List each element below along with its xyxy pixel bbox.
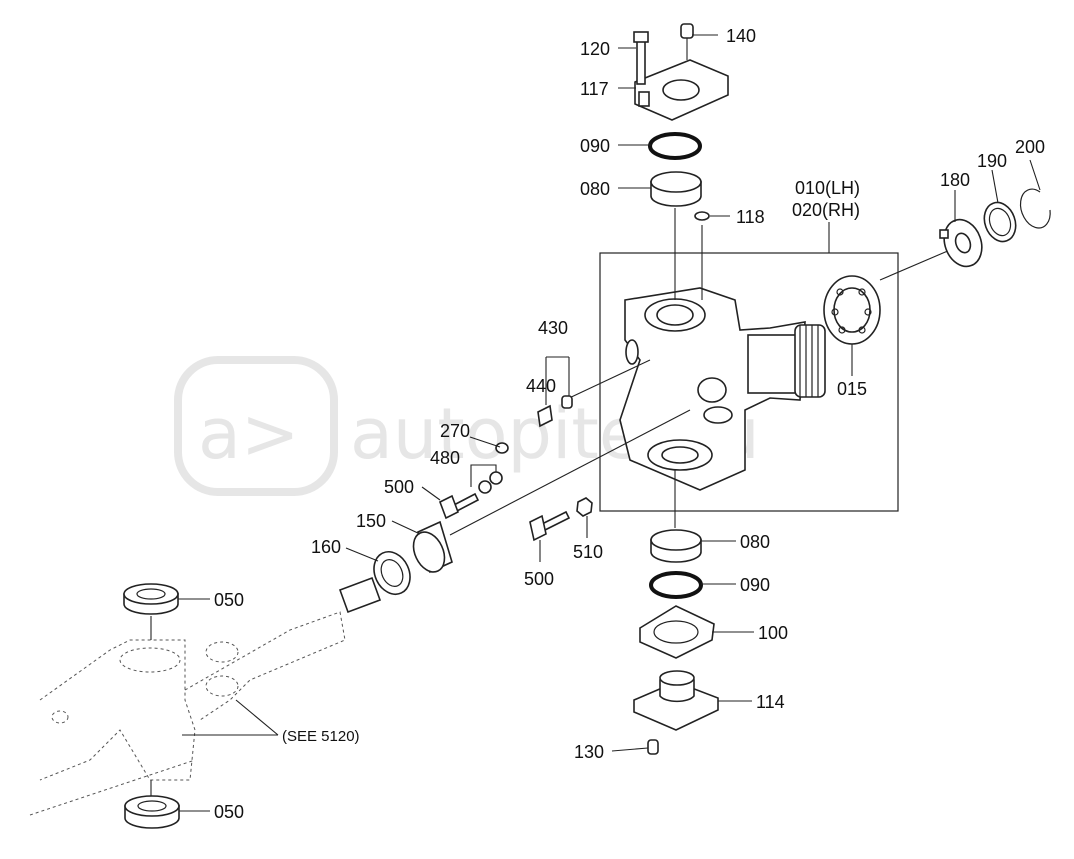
leader-lines [178, 34, 1041, 812]
axle-housing-ghost [29, 576, 382, 816]
label-114: 114 [756, 692, 785, 712]
nut-270 [495, 442, 509, 454]
label-020-rh: 020(RH) [792, 200, 860, 220]
fitting-440 [537, 404, 553, 428]
label-050-top: 050 [214, 590, 244, 610]
label-480: 480 [430, 448, 460, 468]
bolt-120 [636, 37, 646, 85]
top-cover-group [633, 23, 729, 121]
seal-160 [373, 551, 411, 595]
label-270: 270 [440, 421, 470, 441]
label-150: 150 [356, 511, 386, 531]
svg-text:a>: a> [198, 393, 300, 475]
label-500-left: 500 [384, 477, 414, 497]
bushing-080-top [650, 171, 702, 207]
label-080-top: 080 [580, 179, 610, 199]
label-130: 130 [574, 742, 604, 762]
fitting-140 [680, 23, 694, 39]
bearing-050-bottom [124, 795, 180, 829]
housing-box [599, 252, 899, 512]
knuckle-housing-group [599, 222, 899, 512]
cover-114 [633, 670, 719, 731]
label-510: 510 [573, 542, 603, 562]
bushing-150 [412, 520, 453, 574]
fitting-130 [647, 739, 659, 755]
label-010-lh: 010(LH) [795, 178, 860, 198]
label-080-bottom: 080 [740, 532, 770, 552]
snap-ring-200 [1019, 188, 1051, 229]
label-500-center: 500 [524, 569, 554, 589]
label-180: 180 [940, 170, 970, 190]
bolt-500-left [438, 492, 480, 520]
label-190: 190 [977, 151, 1007, 171]
bushing-080-bottom [650, 529, 702, 563]
fitting-430 [561, 395, 573, 409]
bearing-050-top [123, 583, 179, 615]
label-140: 140 [726, 26, 756, 46]
bolt-500-center [529, 510, 571, 542]
washer-118 [694, 211, 710, 221]
label-160: 160 [311, 537, 341, 557]
label-440: 440 [526, 376, 556, 396]
label-090-top: 090 [580, 136, 610, 156]
label-090-bottom: 090 [740, 575, 770, 595]
label-050-bottom: 050 [214, 802, 244, 822]
label-200: 200 [1015, 137, 1045, 157]
part-labels: 120 140 117 090 080 118 010(LH) 020(RH) … [214, 26, 1045, 822]
label-100: 100 [758, 623, 788, 643]
axle-shaft-spline [338, 576, 382, 614]
label-117: 117 [580, 79, 609, 99]
shim-190 [983, 201, 1017, 243]
label-118: 118 [736, 207, 765, 227]
label-120: 120 [580, 39, 610, 59]
washer-480b [489, 471, 503, 485]
o-ring-090-bottom [649, 571, 703, 599]
label-see-5120: (SEE 5120) [282, 728, 360, 745]
o-ring-090-top [648, 132, 702, 160]
nut-510 [576, 497, 593, 517]
washer-480a [478, 480, 492, 494]
label-430: 430 [538, 318, 568, 338]
label-015: 015 [837, 379, 867, 399]
gasket-100 [639, 605, 715, 659]
